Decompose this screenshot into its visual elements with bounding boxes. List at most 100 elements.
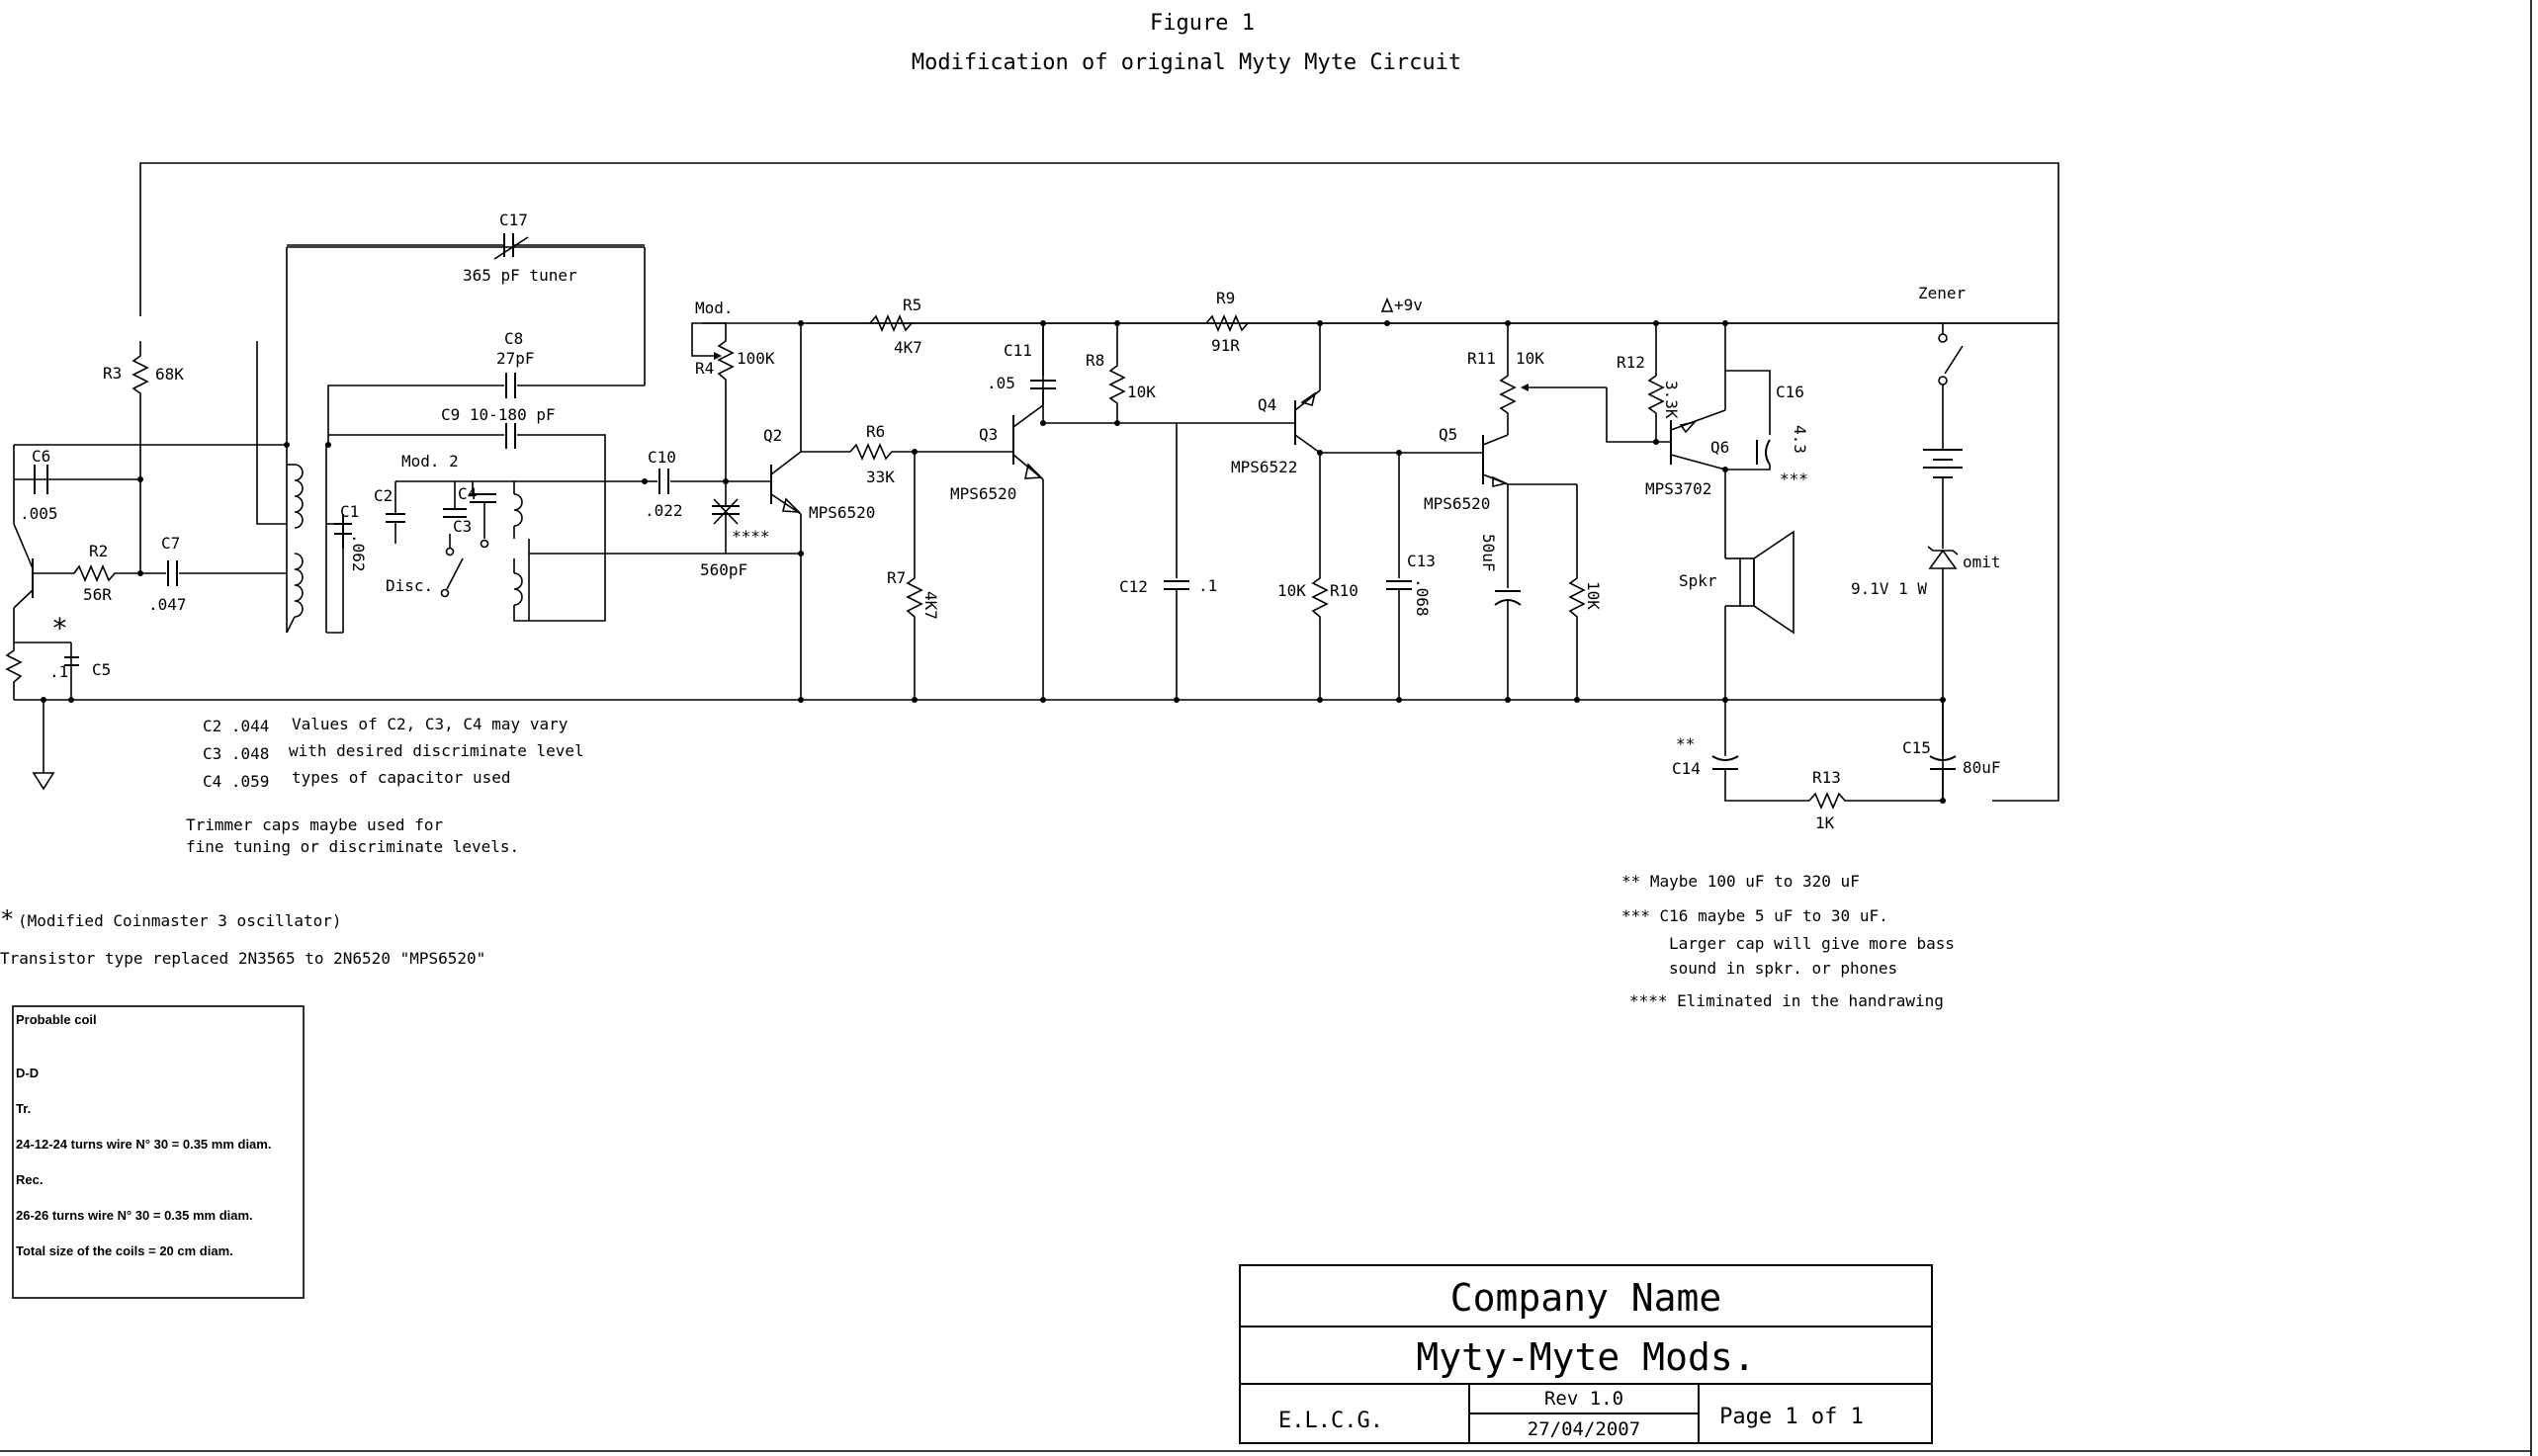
coil-box-total: Total size of the coils = 20 cm diam. (16, 1243, 233, 1258)
coil-box-tr: Tr. (16, 1101, 31, 1116)
label-c15-value: 80uF (1963, 758, 2001, 777)
note-transistor: Transistor type replaced 2N3565 to 2N652… (0, 949, 485, 968)
label-c2: C2 (374, 486, 393, 505)
note-cap-line1: Values of C2, C3, C4 may vary (292, 715, 569, 733)
label-zener-rating: 9.1V 1 W (1851, 579, 1927, 598)
label-r5-value: 4K7 (894, 338, 922, 357)
label-mod2: Mod. 2 (401, 452, 459, 471)
label-supply: +9v (1394, 296, 1423, 314)
label-star: * (51, 612, 68, 644)
coil-box-tr-spec: 24-12-24 turns wire N° 30 = 0.35 mm diam… (16, 1137, 271, 1152)
note-cap-line2: with desired discriminate level (289, 741, 584, 760)
label-c12-value: .1 (1198, 576, 1217, 595)
label-r12-value: 3.3K (1662, 381, 1681, 419)
title-block-date: 27/04/2007 (1528, 1418, 1640, 1440)
note-trimmer-line2: fine tuning or discriminate levels. (186, 837, 519, 856)
label-trimmer-value: 560pF (700, 560, 747, 579)
label-r3: R3 (103, 364, 122, 383)
label-c7-value: .047 (148, 595, 187, 614)
label-mod: Mod. (695, 299, 734, 317)
label-c8: C8 (504, 329, 523, 348)
label-r10: R10 (1330, 581, 1358, 600)
note-c3-value: C3 .048 (203, 744, 269, 763)
note-eliminated: **** Eliminated in the handrawing (1629, 991, 1944, 1010)
label-q3: Q3 (979, 425, 998, 444)
label-r4: R4 (695, 359, 714, 378)
label-c4: C4 (458, 484, 477, 503)
label-c6-value: .005 (20, 504, 58, 523)
label-c13-value: .068 (1413, 578, 1432, 617)
note-c16-bass: Larger cap will give more bass (1669, 934, 1955, 953)
figure-label: Figure 1 (1150, 11, 1255, 36)
label-r13-value: 1K (1815, 814, 1835, 832)
label-q5: Q5 (1439, 425, 1457, 444)
label-q3-type: MPS6520 (950, 484, 1016, 503)
figure-title: Modification of original Myty Myte Circu… (912, 50, 1461, 75)
title-block-author: E.L.C.G. (1278, 1409, 1383, 1433)
label-stars2: ** (1676, 734, 1695, 753)
label-c16-value: 4.3 (1791, 425, 1809, 454)
note-c2-value: C2 .044 (203, 717, 269, 735)
label-c1: C1 (340, 502, 359, 521)
label-c10: C10 (648, 448, 676, 467)
label-q4-type: MPS6522 (1231, 458, 1297, 476)
note-c14-range: ** Maybe 100 uF to 320 uF (1621, 872, 1860, 891)
label-r11-value: 10K (1516, 349, 1544, 368)
label-c12: C12 (1119, 577, 1148, 596)
label-r11: R11 (1467, 349, 1496, 368)
label-c8-value: 27pF (496, 349, 535, 368)
label-c10-value: .022 (645, 501, 683, 520)
label-q2-type: MPS6520 (809, 503, 875, 522)
label-q5-emitter-resistor: 10K (1584, 581, 1603, 610)
label-r8: R8 (1086, 351, 1104, 370)
label-c17-value: 365 pF tuner (463, 266, 577, 285)
title-block-company: Company Name (1450, 1276, 1722, 1320)
label-spkr: Spkr (1679, 571, 1717, 590)
label-c3: C3 (453, 517, 472, 536)
label-c9: C9 10-180 pF (441, 405, 556, 424)
note-c4-value: C4 .059 (203, 772, 269, 791)
label-r2: R2 (89, 542, 108, 560)
label-stars3: *** (1780, 470, 1808, 488)
label-r13: R13 (1812, 768, 1841, 787)
coil-box-dd: D-D (16, 1066, 39, 1080)
coil-box-rec-spec: 26-26 turns wire N° 30 = 0.35 mm diam. (16, 1208, 253, 1223)
title-block-project: Myty-Myte Mods. (1416, 1335, 1755, 1379)
label-omit: omit (1963, 553, 2001, 571)
label-c16: C16 (1776, 383, 1804, 401)
title-block-page: Page 1 of 1 (1719, 1405, 1864, 1429)
label-r2-value: 56R (83, 585, 112, 604)
label-c6: C6 (32, 447, 50, 466)
note-c16-range: *** C16 maybe 5 uF to 30 uF. (1621, 906, 1888, 925)
label-q2: Q2 (763, 426, 782, 445)
label-c14: C14 (1672, 759, 1701, 778)
coil-box-title: Probable coil (16, 1012, 97, 1027)
circuit-wiring (5, 162, 2059, 811)
label-c5-value: .1 (49, 662, 68, 681)
note-star-symbol: * (0, 905, 14, 933)
label-r12: R12 (1617, 353, 1645, 372)
label-r7: R7 (887, 568, 906, 587)
label-r6: R6 (866, 422, 885, 441)
label-zener: Zener (1918, 284, 1967, 302)
title-block-revision: Rev 1.0 (1544, 1388, 1623, 1410)
label-r5: R5 (903, 296, 921, 314)
label-r10-value: 10K (1277, 581, 1306, 600)
label-r6-value: 33K (866, 468, 895, 486)
label-c50-value: 50uF (1479, 534, 1498, 572)
label-disc: Disc. (386, 576, 433, 595)
label-stars4: **** (732, 527, 770, 546)
label-q6: Q6 (1710, 438, 1729, 457)
coil-info-box: Probable coil D-D Tr. 24-12-24 turns wir… (12, 1005, 305, 1299)
note-cap-line3: types of capacitor used (292, 768, 511, 787)
note-trimmer-line1: Trimmer caps maybe used for (186, 815, 443, 834)
label-r4-value: 100K (737, 349, 775, 368)
coil-box-rec: Rec. (16, 1172, 43, 1187)
label-c11: C11 (1004, 341, 1032, 360)
label-c13: C13 (1407, 552, 1436, 570)
component-labels: C17 365 pF tuner C8 27pF C9 10-180 pF Mo… (20, 211, 2001, 832)
note-oscillator: (Modified Coinmaster 3 oscillator) (18, 911, 342, 930)
notes: C2 .044 C3 .048 C4 .059 Values of C2, C3… (0, 715, 1955, 1010)
label-q4: Q4 (1258, 395, 1276, 414)
